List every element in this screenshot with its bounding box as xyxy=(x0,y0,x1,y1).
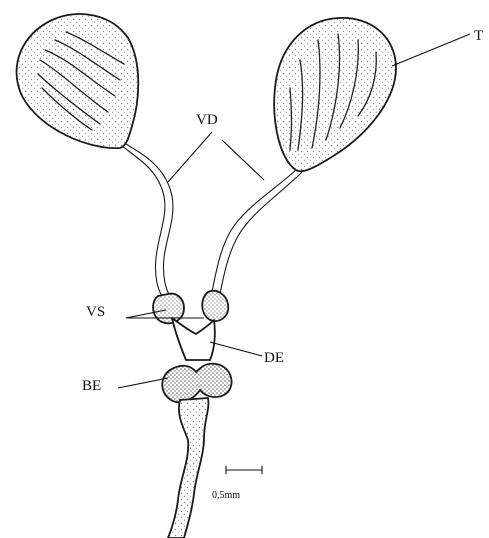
scale-label: 0,5mm xyxy=(212,490,240,501)
label-vesicula-seminalis: VS xyxy=(86,304,105,320)
left-testis xyxy=(17,14,139,148)
right-vas-deferens xyxy=(212,170,302,294)
ejaculatory-bulb xyxy=(162,364,231,403)
right-testis xyxy=(274,18,396,171)
ejaculatory-duct xyxy=(172,318,215,360)
scale-bar xyxy=(226,466,262,474)
distal-duct xyxy=(168,398,208,538)
label-bulbus-ejaculatorius: BE xyxy=(82,378,101,394)
label-ductus-ejaculatorius: DE xyxy=(264,350,284,366)
label-vas-deferens: VD xyxy=(196,112,218,128)
label-testis: T xyxy=(474,28,483,44)
left-vas-deferens xyxy=(122,144,173,296)
